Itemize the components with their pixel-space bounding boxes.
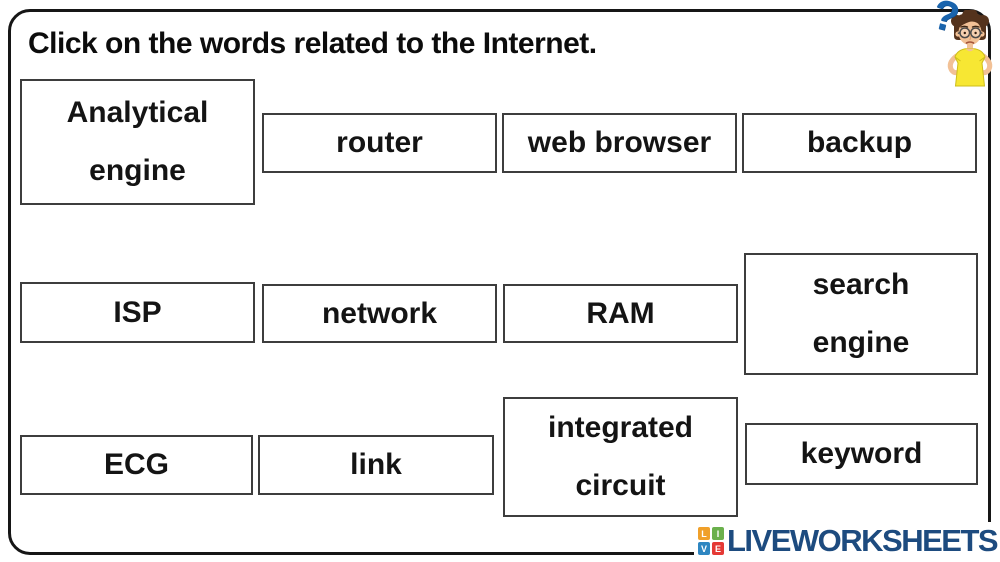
liveworksheets-grid-icon: L I V E xyxy=(698,527,724,555)
logo-tile-v: V xyxy=(698,542,710,555)
word-box-link[interactable]: link xyxy=(258,435,494,495)
word-box-web-browser[interactable]: web browser xyxy=(502,113,737,173)
logo-tile-i: I xyxy=(712,527,724,540)
page-title: Click on the words related to the Intern… xyxy=(28,27,597,60)
logo-tile-e: E xyxy=(712,542,724,555)
logo-text: LIVEWORKSHEETS xyxy=(727,523,999,558)
word-box-ecg[interactable]: ECG xyxy=(20,435,253,495)
word-box-search-engine[interactable]: search engine xyxy=(744,253,978,375)
word-box-backup[interactable]: backup xyxy=(742,113,977,173)
word-box-integrated-circuit[interactable]: integrated circuit xyxy=(503,397,738,517)
word-box-keyword[interactable]: keyword xyxy=(745,423,978,485)
logo-tile-l: L xyxy=(698,527,710,540)
word-box-isp[interactable]: ISP xyxy=(20,282,255,343)
word-box-ram[interactable]: RAM xyxy=(503,284,738,343)
word-box-router[interactable]: router xyxy=(262,113,497,173)
character-illustration xyxy=(947,10,993,87)
word-box-network[interactable]: network xyxy=(262,284,497,343)
liveworksheets-logo[interactable]: L I V E LIVEWORKSHEETS xyxy=(694,522,1000,560)
word-box-analytical-engine[interactable]: Analytical engine xyxy=(20,79,255,205)
